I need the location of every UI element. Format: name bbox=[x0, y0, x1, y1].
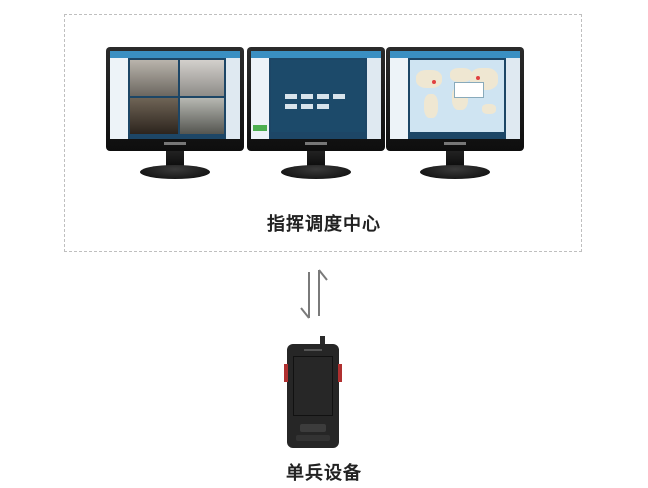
command-center-group bbox=[64, 14, 582, 252]
bidirectional-arrow-icon bbox=[300, 269, 328, 319]
monitor-video-surveillance bbox=[106, 47, 244, 185]
rugged-handset-icon bbox=[284, 336, 342, 448]
command-center-label: 指挥调度中心 bbox=[267, 214, 381, 235]
world-map bbox=[410, 60, 504, 132]
monitor-screen bbox=[390, 51, 520, 139]
field-device-label: 单兵设备 bbox=[286, 463, 362, 484]
monitor-screen bbox=[110, 51, 240, 139]
monitor-dispatch-control bbox=[247, 47, 385, 185]
monitor-map-view bbox=[386, 47, 524, 185]
monitor-screen bbox=[251, 51, 381, 139]
